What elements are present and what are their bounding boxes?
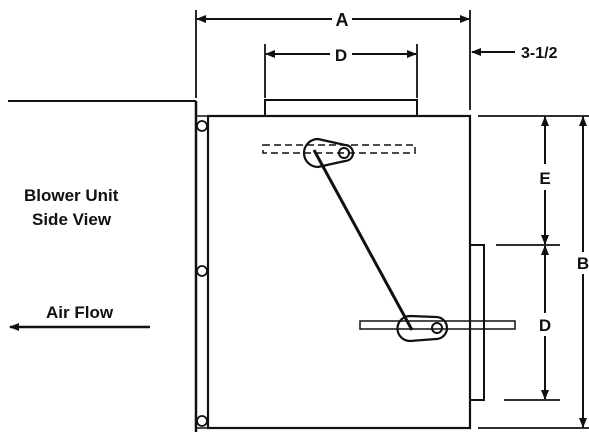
dimension-d-top: D: [264, 44, 418, 98]
title-block: Blower Unit Side View: [24, 186, 119, 229]
damper-linkage: [262, 137, 516, 343]
air-flow-label: Air Flow: [46, 303, 114, 322]
dim-d-right-label: D: [539, 316, 551, 335]
bottom-crank-pivot: [431, 322, 443, 334]
bottom-crank-arm: [396, 314, 449, 343]
bolt-top: [196, 120, 208, 132]
dimension-offset: 3-1/2: [471, 45, 558, 62]
side-damper-blade: [359, 320, 516, 330]
dimension-right-stack: E D B: [478, 115, 589, 429]
bolt-middle: [196, 265, 208, 277]
dim-offset-label: 3-1/2: [521, 45, 558, 62]
top-outlet-collar: [264, 99, 418, 117]
top-crank-arm: [302, 137, 355, 169]
dim-d-top-label: D: [335, 46, 347, 65]
blower-housing: [8, 100, 209, 432]
bolt-bottom: [196, 415, 208, 427]
title-line-2: Side View: [32, 210, 112, 229]
damper-box: [206, 99, 485, 430]
side-outlet-collar: [469, 244, 485, 401]
dim-b-label: B: [577, 254, 589, 273]
dimension-a: A: [195, 10, 471, 110]
air-flow-indicator: Air Flow: [9, 303, 150, 331]
dim-a-label: A: [336, 10, 349, 30]
connecting-rod: [312, 149, 414, 331]
dim-e-label: E: [539, 169, 550, 188]
top-crank-pivot: [338, 147, 350, 159]
title-line-1: Blower Unit: [24, 186, 119, 205]
